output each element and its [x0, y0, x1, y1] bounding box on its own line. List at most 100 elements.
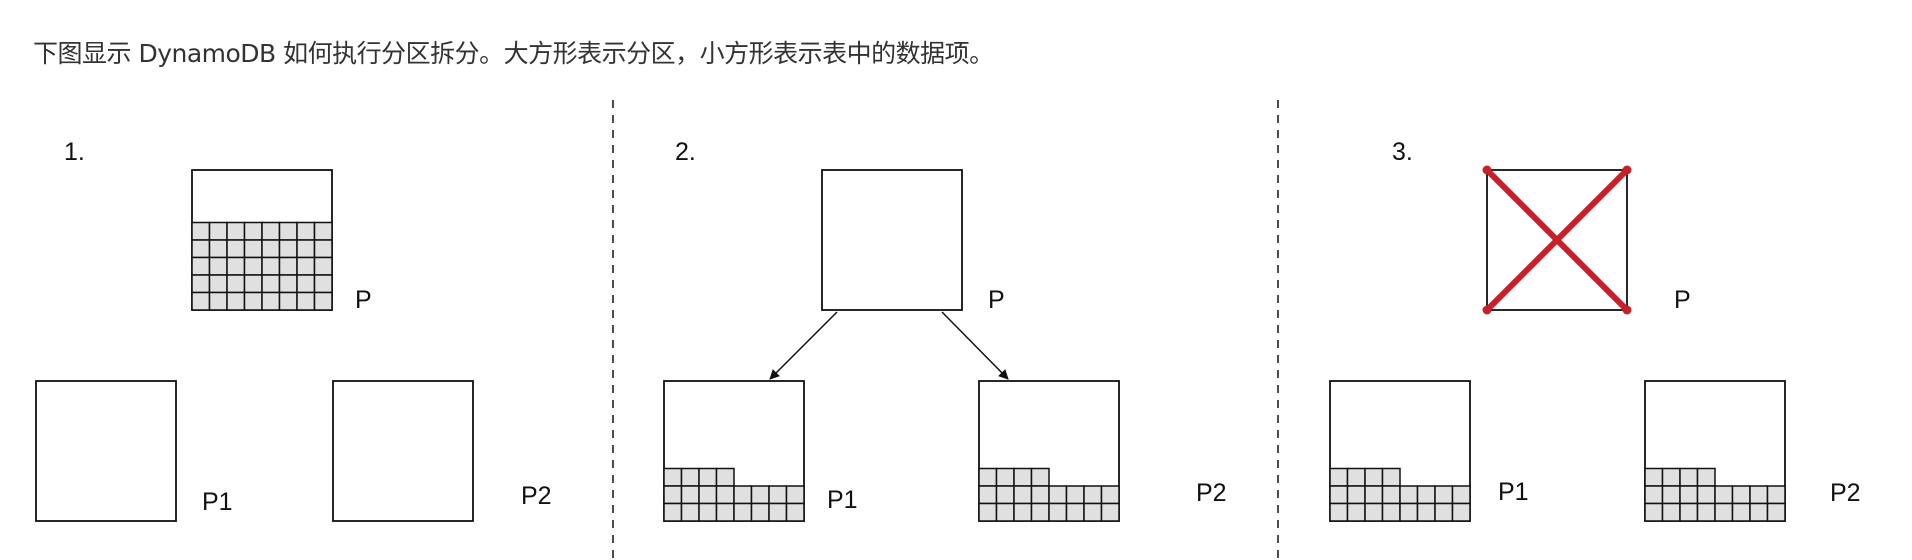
step-2-partition-p1-data-item [663, 467, 683, 487]
step-2-partition-p2-data-item [995, 467, 1015, 487]
step-3-partition-p2-data-item [1679, 485, 1699, 505]
step-1-partition-p-data-item [208, 291, 228, 311]
step-3-partition-p2-data-item [1766, 502, 1786, 522]
step-1-partition-p-data-item [208, 239, 228, 259]
step-1-child1-label: P1 [202, 488, 233, 516]
step-3-partition-p2-data-item [1731, 485, 1751, 505]
step-1-partition-p-data-item [191, 291, 211, 311]
step-1-partition-p-data-item [313, 291, 333, 311]
step-3-partition-p1-data-item [1434, 485, 1454, 505]
step-1-partition-p-data-item [191, 256, 211, 276]
step-2-partition-p1-data-item [750, 502, 770, 522]
step-1-partition-p-data-item [208, 221, 228, 241]
step-2-partition-p2-data-item [1048, 485, 1068, 505]
step-2-partition-p1-data-item [768, 502, 788, 522]
step-2-partition-p1-data-item [715, 467, 735, 487]
step-3-partition-p1-data-item [1399, 485, 1419, 505]
step-2-partition-p2-data-item [978, 502, 998, 522]
step-1-partition-p-data-item [191, 221, 211, 241]
step-1-partition-p-data-item [261, 221, 281, 241]
step-3-partition-p2-data-item [1679, 502, 1699, 522]
step-3-child1-label: P1 [1498, 478, 1529, 506]
step-1-parent-label: P [355, 286, 372, 314]
step-3-partition-p1-data-item [1364, 502, 1384, 522]
step-3-partition-p2-data-item [1696, 467, 1716, 487]
step-2-partition-p1-data-item [785, 502, 805, 522]
step-1-partition-p-data-item [208, 274, 228, 294]
step-2-partition-p1-data-item [698, 485, 718, 505]
step-1-partition-p-data-item [313, 274, 333, 294]
step-2-child2-label: P2 [1196, 479, 1227, 507]
step-3-partition-p2-data-item [1644, 467, 1664, 487]
step-2-partition-p1-data-item [733, 502, 753, 522]
step-1-partition-p-data-item [278, 221, 298, 241]
step-2-partition-p1-data-item [680, 485, 700, 505]
step-1-partition-p-data-item [208, 256, 228, 276]
step-1-partition-p-data-item [278, 256, 298, 276]
step-1-partition-p-data-item [278, 291, 298, 311]
step-2-partition-p2-data-item [995, 502, 1015, 522]
step-2-label: 2. [675, 138, 696, 166]
step-2-partition-p1-data-item [715, 485, 735, 505]
step-1-partition-p-data-item [243, 239, 263, 259]
step-2-partition-p1-data-item [663, 485, 683, 505]
step-1-partition-p2 [332, 380, 474, 522]
step-1-label: 1. [64, 138, 85, 166]
step-3-partition-p2-data-item [1749, 502, 1769, 522]
step-1-partition-p-data-item [313, 256, 333, 276]
step-2-partition-p2-data-item [1048, 502, 1068, 522]
step-1-partition-p-data-item [226, 256, 246, 276]
step-3-partition-p1-data-item [1434, 502, 1454, 522]
step-1-partition-p-data-item [261, 239, 281, 259]
step-3-partition-p1-data-item [1416, 485, 1436, 505]
step-3-partition-p2-data-item [1714, 502, 1734, 522]
step-2-partition-p2-data-item [1013, 467, 1033, 487]
step-3-child2-label: P2 [1830, 479, 1861, 507]
step-3-partition-p2-data-item [1731, 502, 1751, 522]
step-2-partition-p1-data-item [733, 485, 753, 505]
step-3-partition-p1-data-item [1329, 502, 1349, 522]
step-3-partition-p1-data-item [1364, 467, 1384, 487]
step-2-partition-p2-data-item [1083, 485, 1103, 505]
step-2-partition-p1-data-item [680, 502, 700, 522]
step-3-label: 3. [1392, 138, 1413, 166]
step-1-partition-p-data-item [243, 221, 263, 241]
step-1-partition-p1 [35, 380, 177, 522]
step-1-partition-p-data-item [226, 239, 246, 259]
step-2-partition-p2-data-item [978, 485, 998, 505]
step-2-partition-p [821, 169, 963, 311]
step-1-partition-p-data-item [296, 256, 316, 276]
step-3-partition-p1-data-item [1381, 502, 1401, 522]
step-2-child1-label: P1 [827, 486, 858, 514]
step-1-partition-p-data-item [261, 274, 281, 294]
step-3-cross-line [1484, 167, 1630, 313]
step-3-partition-p1-data-item [1451, 485, 1471, 505]
step-2-partition-p2-data-item [1030, 502, 1050, 522]
step-2-partition-p1-data-item [698, 502, 718, 522]
step-1-partition-p-data-item [243, 256, 263, 276]
step-1-partition-p-data-item [261, 291, 281, 311]
step-2-partition-p2-data-item [978, 467, 998, 487]
step-3-partition-p2-data-item [1661, 485, 1681, 505]
step-3-partition-p2-data-item [1679, 467, 1699, 487]
step-1-partition-p-data-item [261, 256, 281, 276]
step-1-partition-p-data-item [296, 221, 316, 241]
step-1-partition-p-data-item [191, 274, 211, 294]
step-2-partition-p1-data-item [750, 485, 770, 505]
step-3-partition-p1-data-item [1451, 502, 1471, 522]
step-3-partition-p2-data-item [1644, 502, 1664, 522]
step-2-partition-p1-data-item [680, 467, 700, 487]
step-2-partition-p1-data-item [785, 485, 805, 505]
step-2-partition-p1-data-item [663, 502, 683, 522]
step-3-parent-label: P [1674, 286, 1691, 314]
step-2-partition-p1-data-item [698, 467, 718, 487]
step-3-partition-p1-data-item [1346, 502, 1366, 522]
step-1-partition-p-data-item [296, 291, 316, 311]
step-3-partition-p1-data-item [1416, 502, 1436, 522]
step-1-partition-p-data-item [191, 239, 211, 259]
step-1-partition-p-data-item [226, 274, 246, 294]
step-2-parent-label: P [988, 286, 1005, 314]
step-1-child2-label: P2 [521, 482, 552, 510]
step-3-partition-p1-data-item [1381, 485, 1401, 505]
